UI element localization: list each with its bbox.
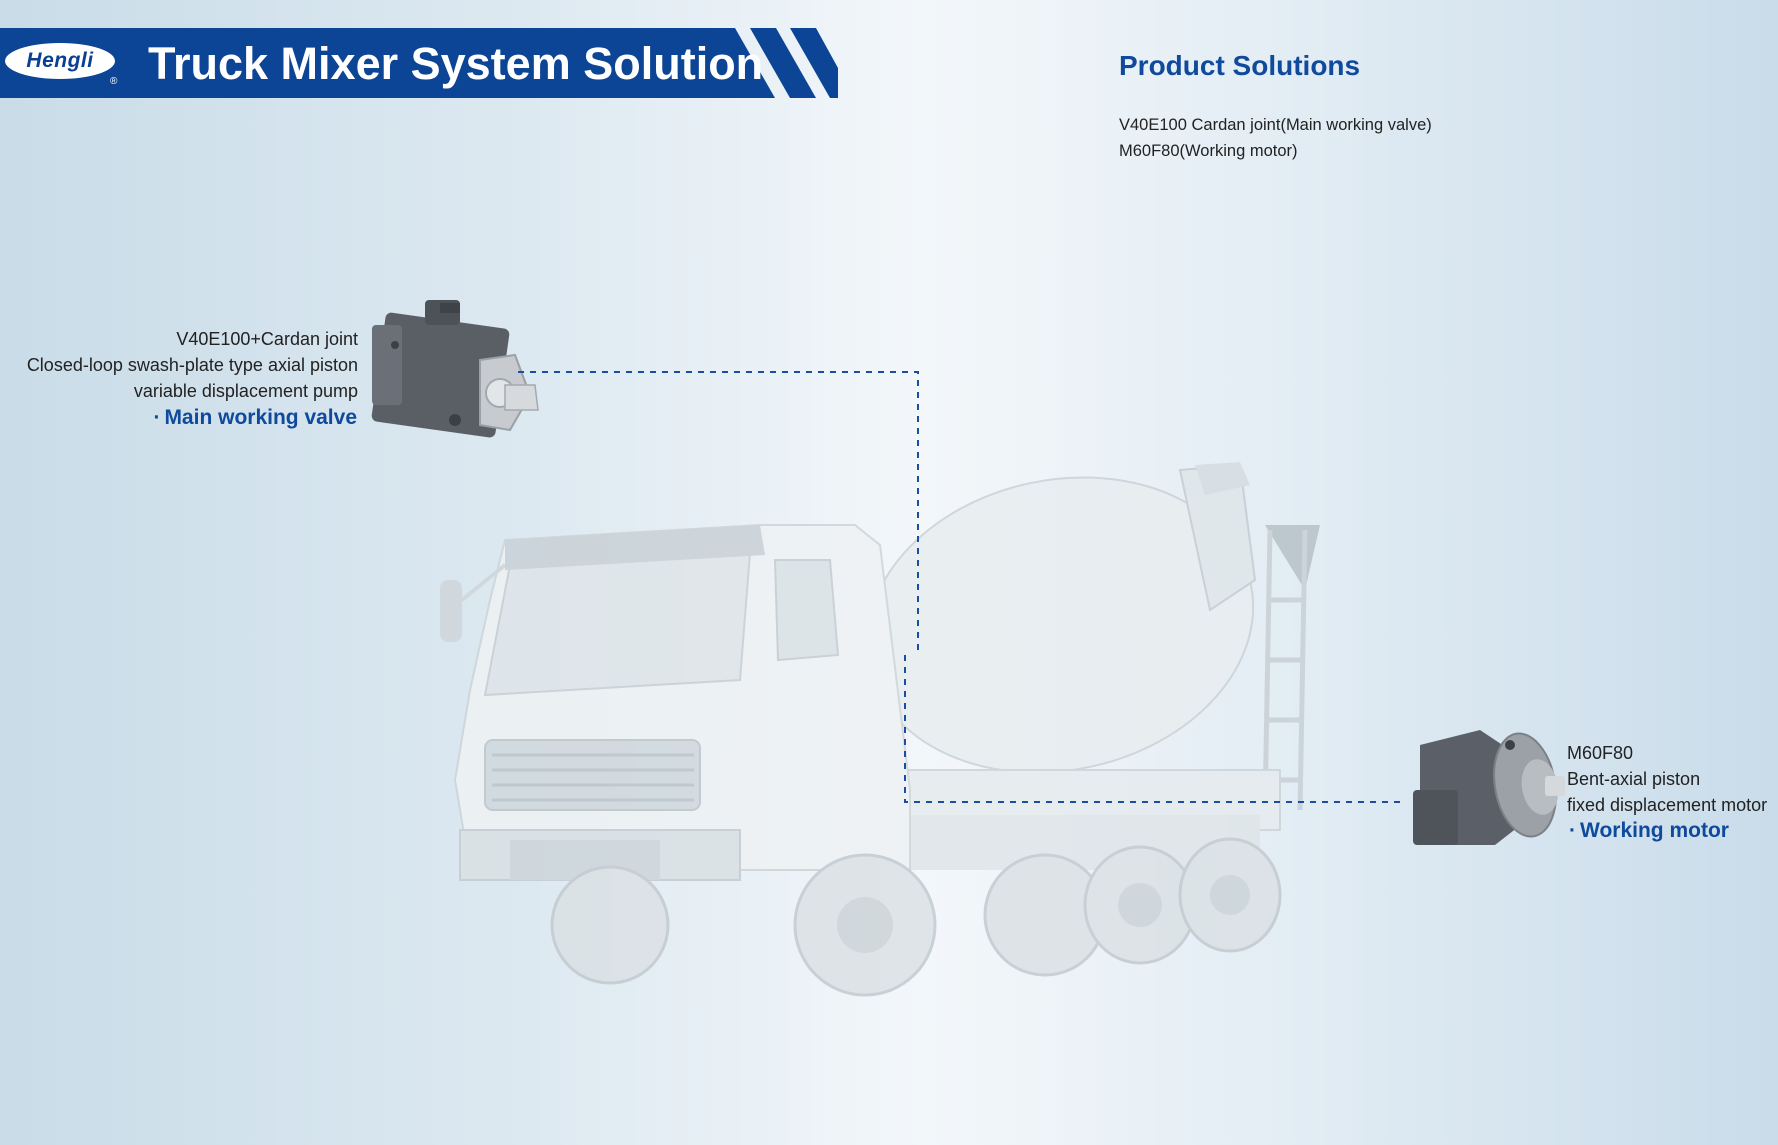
piston-pump-illustration (371, 300, 539, 438)
truck-mixer-illustration (440, 462, 1320, 997)
motor-desc-line2: fixed displacement motor (1567, 795, 1768, 815)
product-solutions-list: V40E100 Cardan joint(Main working valve)… (1119, 112, 1432, 164)
pump-model: V40E100+Cardan joint (176, 329, 358, 349)
motor-role-text: Working motor (1580, 819, 1729, 842)
product-solution-item: M60F80(Working motor) (1119, 142, 1298, 160)
header-banner: Hengli ® Truck Mixer System Solution (0, 28, 840, 98)
logo-ellipse-icon (5, 43, 115, 79)
pump-role-text: Main working valve (164, 406, 357, 429)
motor-callout: M60F80 Bent-axial piston fixed displacem… (1567, 740, 1767, 818)
motor-role-label: ·Working motor (1569, 819, 1729, 843)
product-solutions-heading: Product Solutions (1119, 50, 1361, 81)
banner-shape (0, 28, 838, 98)
logo-text: Hengli (26, 49, 94, 72)
product-solution-item: V40E100 Cardan joint(Main working valve) (1119, 116, 1432, 134)
pump-desc-line1: Closed-loop swash-plate type axial pisto… (26, 355, 358, 375)
logo-registered-mark: ® (110, 76, 118, 87)
pump-role-label: ·Main working valve (153, 406, 357, 430)
motor-model: M60F80 (1567, 743, 1634, 763)
pump-callout: V40E100+Cardan joint Closed-loop swash-p… (27, 326, 358, 404)
connector-lines (518, 371, 1402, 803)
pump-desc-line2: variable displacement pump (133, 381, 358, 401)
motor-role-bullet: · (1569, 819, 1576, 842)
page-title: Truck Mixer System Solution (148, 38, 764, 89)
piston-motor-illustration (1413, 730, 1565, 845)
pump-role-bullet: · (153, 406, 161, 429)
motor-desc-line1: Bent-axial piston (1567, 769, 1701, 789)
hengli-logo: Hengli (4, 42, 116, 80)
